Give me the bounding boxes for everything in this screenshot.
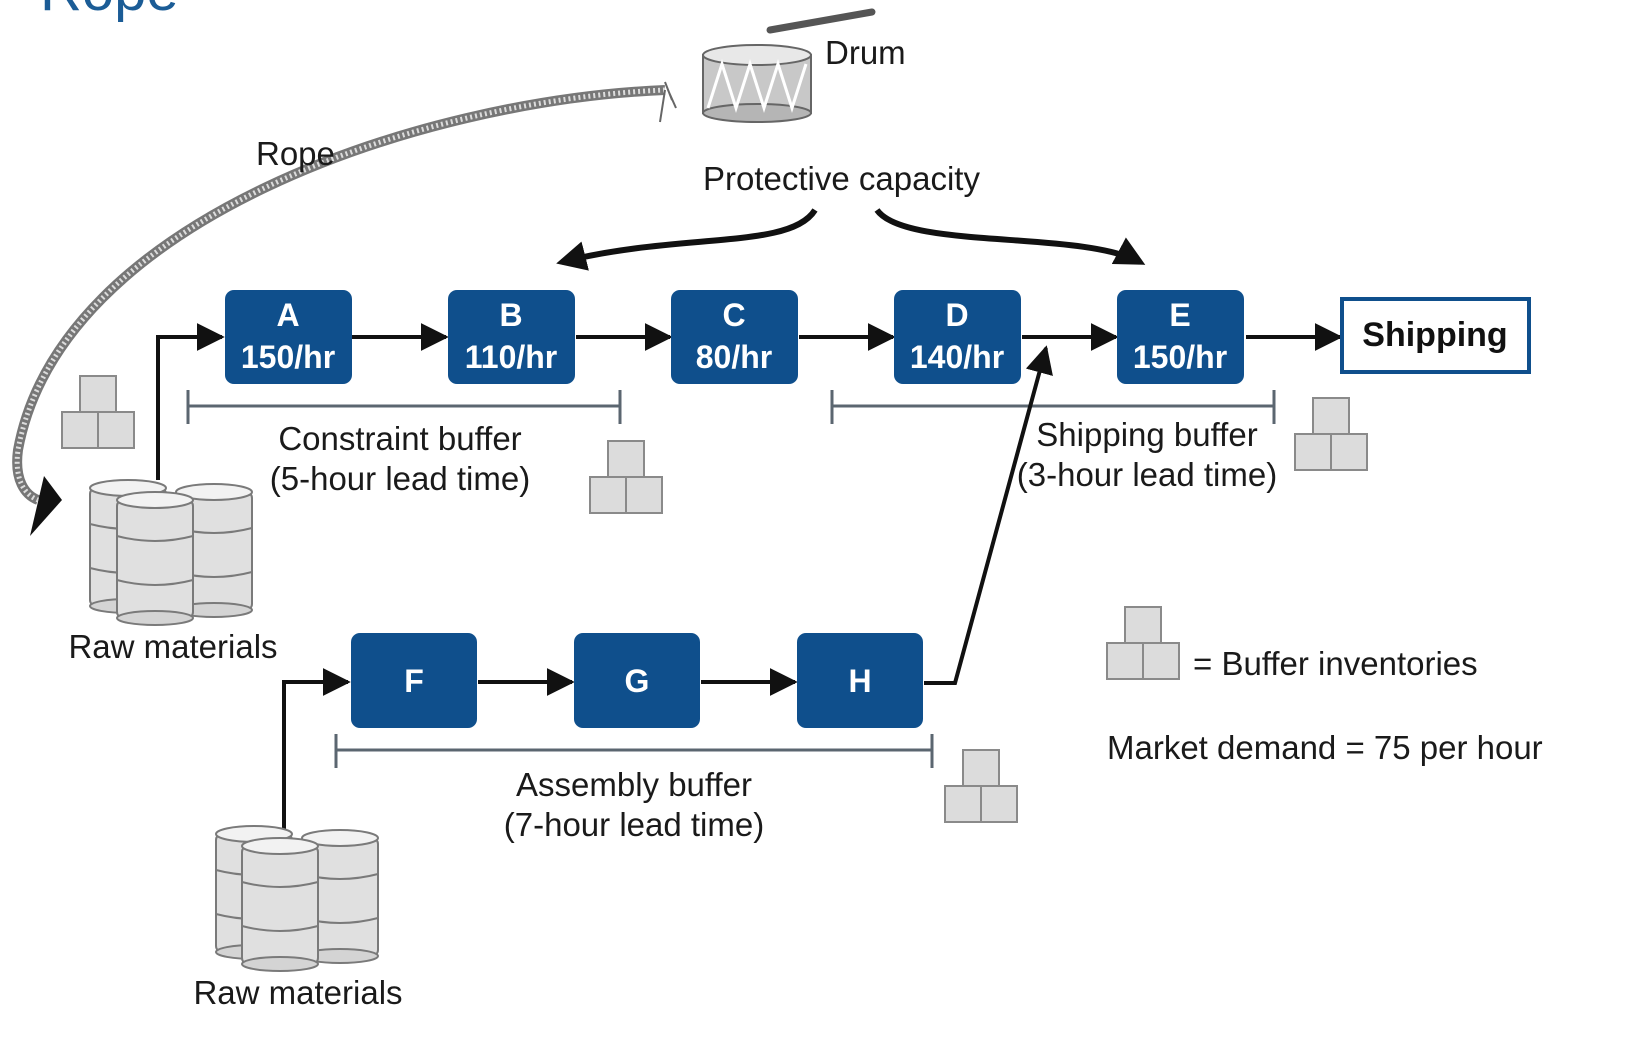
station-b-letter: B	[499, 297, 522, 333]
station-c-rate: 80/hr	[696, 339, 772, 375]
station-d-letter: D	[945, 297, 968, 333]
assembly-buffer-bracket	[334, 734, 934, 768]
station-e-letter: E	[1169, 297, 1190, 333]
station-c-letter: C	[722, 297, 745, 333]
station-h: H	[797, 633, 923, 728]
station-a-letter: A	[276, 297, 299, 333]
station-b: B 110/hr	[448, 290, 575, 384]
assembly-buffer-title: Assembly buffer	[516, 766, 752, 803]
protective-capacity-arrow-right	[874, 208, 1146, 265]
station-e-rate: 150/hr	[1133, 339, 1227, 375]
protective-capacity-arrow-left	[556, 208, 818, 271]
page-title: Rope	[40, 0, 179, 23]
barrels-top-icon	[89, 479, 253, 626]
station-g: G	[574, 633, 700, 728]
drum-icon	[702, 8, 876, 123]
barrels-bottom-icon	[215, 825, 379, 972]
shipping-buffer-bracket	[830, 390, 1276, 424]
shipping-buffer-title: Shipping buffer	[1036, 416, 1257, 453]
constraint-buffer-title: Constraint buffer	[278, 420, 521, 457]
assembly-buffer-lead: (7-hour lead time)	[504, 806, 764, 843]
inventory-icon-shipping	[1294, 397, 1368, 471]
raw-materials-top-label: Raw materials	[68, 628, 277, 665]
drum-label: Drum	[825, 34, 906, 71]
shipping-buffer-lead: (3-hour lead time)	[1017, 456, 1277, 493]
station-c: C 80/hr	[671, 290, 798, 384]
station-g-letter: G	[625, 663, 650, 699]
station-a-rate: 150/hr	[241, 339, 335, 375]
station-f: F	[351, 633, 477, 728]
inventory-icon-constraint	[589, 440, 663, 514]
station-d: D 140/hr	[894, 290, 1021, 384]
station-a: A 150/hr	[225, 290, 352, 384]
shipping-box: Shipping	[1340, 297, 1531, 374]
rope-label: Rope	[256, 135, 335, 172]
inventory-icon-legend	[1106, 606, 1180, 680]
raw-materials-bottom-label: Raw materials	[193, 974, 402, 1011]
constraint-buffer-bracket	[186, 390, 622, 424]
market-demand-label: Market demand = 75 per hour	[1107, 729, 1543, 766]
station-f-letter: F	[404, 663, 424, 699]
constraint-buffer-lead: (5-hour lead time)	[270, 460, 530, 497]
station-e: E 150/hr	[1117, 290, 1244, 384]
assembly-flow-arrows	[282, 345, 1053, 830]
station-d-rate: 140/hr	[910, 339, 1004, 375]
shipping-label: Shipping	[1362, 316, 1507, 354]
inventory-icon-assembly	[944, 749, 1018, 823]
main-flow-arrows	[156, 323, 1343, 480]
station-h-letter: H	[848, 663, 871, 699]
rope-icon	[12, 81, 677, 536]
legend-buffer-label: = Buffer inventories	[1193, 645, 1478, 682]
protective-capacity-label: Protective capacity	[703, 160, 980, 197]
station-b-rate: 110/hr	[465, 339, 558, 375]
inventory-icon-start	[61, 375, 135, 449]
